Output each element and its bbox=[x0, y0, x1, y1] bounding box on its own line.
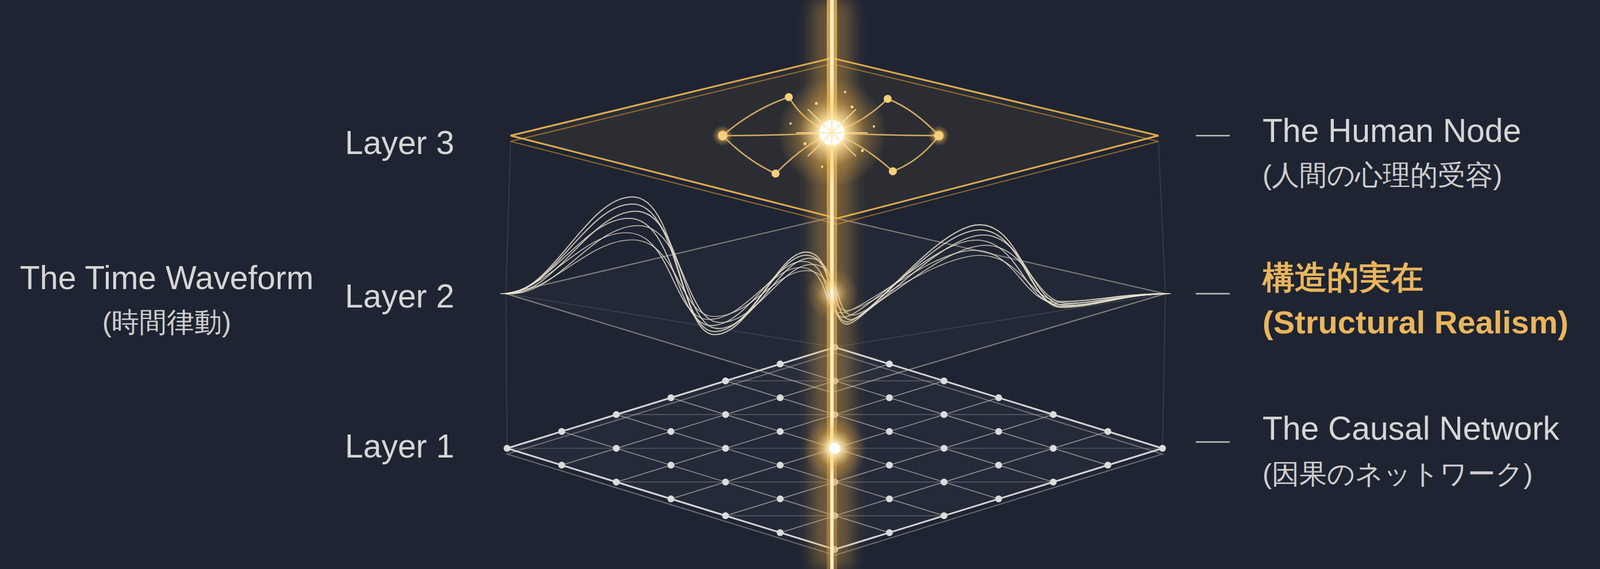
network-node bbox=[667, 394, 675, 402]
layer-title: The Human Node bbox=[1262, 110, 1522, 151]
layer-label: Layer 1 bbox=[344, 426, 455, 466]
layer-subtitle: (因果のネットワーク) bbox=[1262, 457, 1533, 491]
side-subtitle: (時間律動) bbox=[102, 305, 232, 340]
network-node bbox=[503, 444, 511, 452]
layer-subtitle: (Structural Realism) bbox=[1262, 302, 1569, 342]
network-node bbox=[558, 461, 566, 469]
network-link bbox=[944, 447, 1054, 449]
network-node bbox=[722, 512, 729, 520]
layer-title: The Causal Network bbox=[1262, 408, 1560, 448]
network-node bbox=[940, 478, 948, 486]
network-node bbox=[612, 411, 620, 418]
network-node bbox=[722, 478, 729, 486]
network-link bbox=[944, 481, 1054, 483]
network-node bbox=[885, 428, 893, 436]
glow-points bbox=[777, 78, 887, 481]
layer-label: Layer 3 bbox=[344, 123, 455, 163]
network-node bbox=[1104, 461, 1112, 469]
network-node bbox=[667, 461, 675, 469]
layer-title: 構造的実在 bbox=[1262, 258, 1424, 297]
network-node bbox=[940, 444, 948, 452]
layer-label: Layer 2 bbox=[344, 276, 455, 316]
grid-line bbox=[725, 414, 1054, 516]
network-node bbox=[885, 461, 893, 469]
network-node bbox=[995, 461, 1003, 469]
network-node bbox=[776, 529, 784, 537]
network-node bbox=[885, 394, 893, 402]
network-node bbox=[612, 444, 620, 452]
network-link bbox=[616, 414, 726, 416]
network-node bbox=[1049, 411, 1057, 418]
network-node bbox=[995, 495, 1003, 503]
network-node bbox=[612, 478, 620, 486]
network-node bbox=[995, 428, 1003, 436]
network-link bbox=[616, 481, 726, 483]
network-node bbox=[667, 495, 675, 503]
network-link bbox=[1053, 447, 1163, 449]
network-node bbox=[885, 495, 893, 503]
network-node bbox=[776, 428, 784, 436]
network-node bbox=[885, 529, 893, 537]
network-node bbox=[995, 394, 1003, 402]
network-node bbox=[722, 444, 729, 452]
network-node bbox=[776, 394, 784, 402]
network-link bbox=[507, 447, 617, 449]
network-node bbox=[667, 428, 675, 436]
network-node bbox=[558, 428, 566, 436]
network-node bbox=[1049, 478, 1057, 486]
network-node bbox=[776, 461, 784, 469]
network-node bbox=[776, 495, 784, 503]
layer-subtitle: (人間の心理的受容) bbox=[1262, 158, 1503, 193]
grid-line bbox=[725, 381, 1054, 483]
side-title: The Time Waveform bbox=[20, 258, 314, 298]
network-node bbox=[940, 377, 948, 385]
network-node bbox=[1049, 444, 1057, 452]
network-node bbox=[1104, 428, 1112, 436]
network-link bbox=[616, 447, 726, 449]
network-link bbox=[944, 414, 1054, 416]
network-node bbox=[940, 411, 948, 418]
network-node bbox=[722, 377, 729, 385]
network-node bbox=[722, 411, 729, 418]
network-node bbox=[940, 512, 948, 520]
network-node bbox=[1159, 444, 1166, 452]
leader-dash bbox=[1195, 135, 1230, 443]
